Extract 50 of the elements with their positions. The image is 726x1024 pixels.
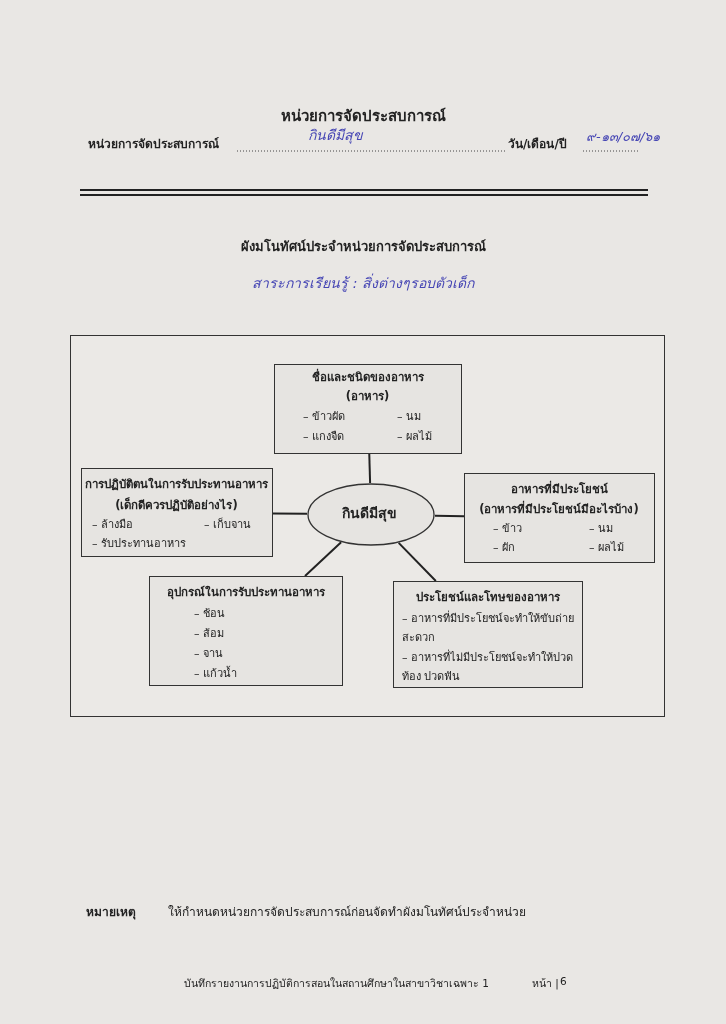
topic-box [393, 581, 583, 688]
topic-item: – ส้อม [194, 627, 224, 642]
page-number: 6 [560, 975, 567, 987]
topic-box [149, 576, 343, 686]
diagram-heading: ผังมโนทัศน์ประจำหน่วยการจัดประสบการณ์ [239, 238, 487, 256]
topic-item: – อาหารที่มีประโยชน์จะทำให้ขับถ่ายสะดวก [402, 609, 574, 647]
connector-line [272, 512, 308, 515]
topic-item: – อาหารที่ไม่มีประโยชน์จะทำให้ปวดท้อง ปวดฟัน [402, 648, 574, 686]
topic-item: – จาน [194, 647, 223, 662]
footer-text: หน้า | [532, 976, 559, 992]
connector-line [433, 514, 465, 518]
topic-heading: (อาหาร) [344, 389, 391, 404]
note-label: หมายเหตุ [86, 904, 136, 921]
diagram-frame [70, 335, 665, 717]
page-title: หน่วยการจัดประสบการณ์ [279, 106, 447, 127]
central-topic-text: กินดีมีสุข [341, 504, 398, 523]
handwritten-subject: สาระการเรียนรู้ : สิ่งต่างๆรอบตัวเด็ก [251, 272, 476, 294]
connector-line [397, 541, 437, 582]
topic-item: – ผัก [493, 541, 515, 556]
topic-item: – นม [589, 522, 613, 537]
topic-box [274, 364, 462, 454]
topic-heading: อุปกรณ์ในการรับประทานอาหาร [165, 585, 326, 600]
topic-item: – ผลไม้ [397, 430, 432, 445]
topic-item: – นม [397, 410, 421, 425]
footer-text: บันทึกรายงานการปฏิบัติการสอนในสถานศึกษาในสาขาวิชาเฉพาะ 1 [184, 976, 490, 991]
topic-heading: การปฏิบัติตนในการรับประทานอาหาร [84, 477, 269, 492]
topic-item: – ล้างมือ [92, 518, 133, 533]
topic-item: – ผลไม้ [589, 541, 624, 556]
topic-item: – ช้อน [194, 607, 225, 622]
connector-line [368, 453, 372, 484]
topic-box [464, 473, 655, 563]
topic-item: – รับประทานอาหาร [92, 537, 186, 552]
topic-heading: (อาหารที่มีประโยชน์มีอะไรบ้าง) [478, 502, 640, 517]
topic-heading: (เด็กดีควรปฏิบัติอย่างไร) [114, 498, 239, 513]
topic-heading: ประโยชน์และโทษของอาหาร [414, 590, 561, 605]
topic-item: – แก้วน้ำ [194, 667, 237, 682]
topic-heading: ชื่อและชนิดของอาหาร [310, 370, 425, 385]
form-field-label: หน่วยการจัดประสบการณ์ [88, 136, 219, 153]
handwritten-entry: ๙-๑๓/๐๗/๖๑ [586, 128, 661, 146]
topic-item: – ข้าวผัด [303, 410, 345, 425]
note-text: ให้กำหนดหน่วยการจัดประสบการณ์ก่อนจัดทำผังมโนทัศน์ประจำหน่วย [168, 904, 526, 921]
topic-heading: อาหารที่มีประโยชน์ [509, 482, 609, 497]
central-topic-ellipse [307, 483, 435, 546]
topic-item: – เก็บจาน [204, 518, 251, 533]
topic-item: – ข้าว [493, 522, 522, 537]
form-field-label: วัน/เดือน/ปี [508, 136, 567, 153]
topic-item: – แกงจืด [303, 430, 344, 445]
topic-box [81, 468, 273, 557]
handwritten-entry: กินดีมีสุข [308, 126, 363, 146]
connector-line [304, 541, 343, 577]
